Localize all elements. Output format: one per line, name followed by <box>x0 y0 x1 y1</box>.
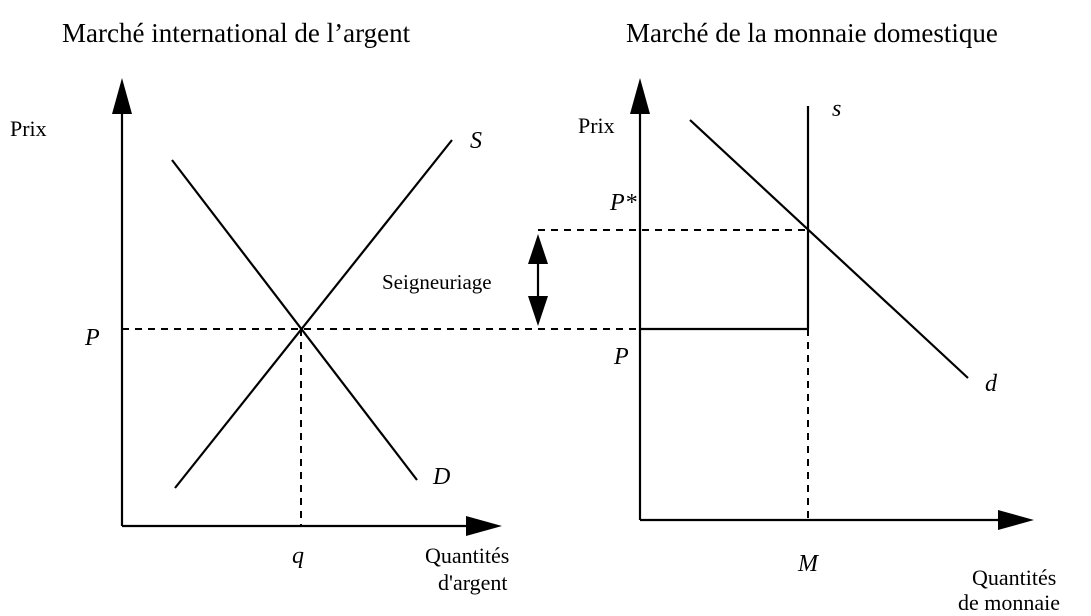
right-y-axis-arrow <box>630 78 650 114</box>
right-x-axis-label-line1: Quantités <box>972 565 1056 590</box>
left-x-axis-label-line1: Quantités <box>425 543 509 568</box>
right-money-label: M <box>797 551 820 577</box>
left-panel-title: Marché international de l’argent <box>62 18 411 48</box>
left-y-axis-arrow <box>112 78 132 114</box>
seigneuriage-label: Seigneuriage <box>382 270 492 294</box>
right-demand-label: d <box>985 371 998 397</box>
right-y-axis-label: Prix <box>578 113 615 138</box>
left-supply-curve <box>174 139 453 489</box>
left-supply-label: S <box>470 128 482 154</box>
right-supply-label: s <box>832 96 841 122</box>
left-price-label: P <box>84 325 100 351</box>
right-panel-title: Marché de la monnaie domestique <box>626 18 998 48</box>
right-demand-curve <box>689 119 969 379</box>
left-quantity-label: q <box>292 543 304 569</box>
left-demand-curve <box>171 159 418 481</box>
left-x-axis-label-line2: d'argent <box>438 570 508 595</box>
right-price-star-label: P* <box>609 190 637 216</box>
right-x-axis-label-line2: de monnaie <box>958 590 1060 615</box>
left-y-axis-label: Prix <box>10 116 47 141</box>
left-x-axis-arrow <box>466 516 502 536</box>
seigneuriage-arrow-up <box>528 234 548 264</box>
right-price-label: P <box>613 344 629 370</box>
seigneuriage-arrow-down <box>528 296 548 326</box>
left-demand-label: D <box>432 464 450 490</box>
right-x-axis-arrow <box>998 510 1034 530</box>
